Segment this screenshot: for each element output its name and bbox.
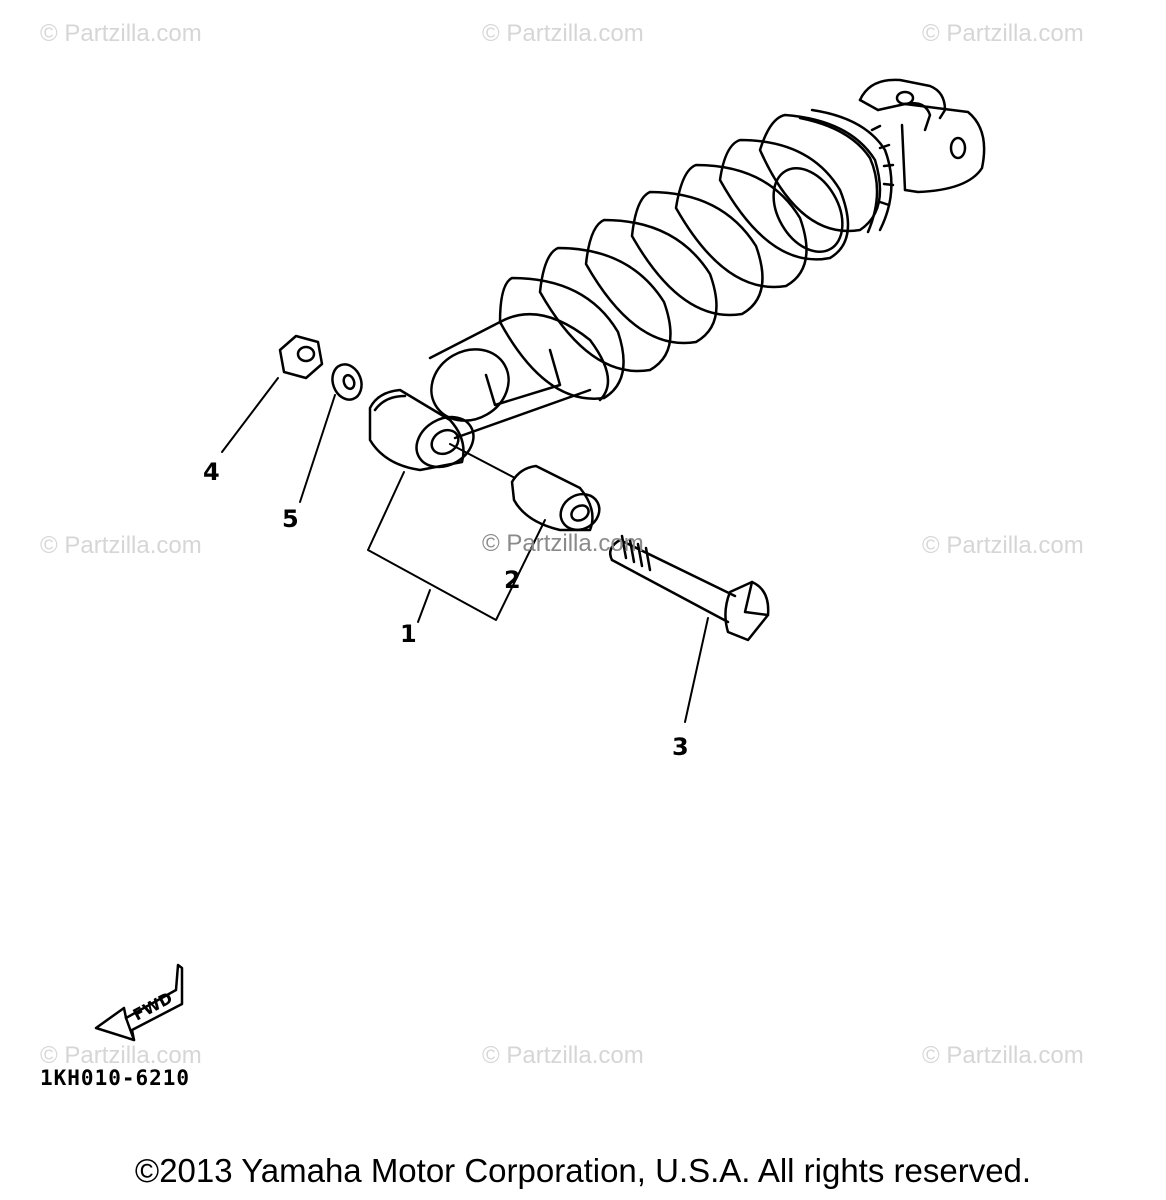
watermark: © Partzilla.com	[482, 20, 644, 47]
callout-5: 5	[282, 505, 299, 533]
callout-2: 2	[504, 566, 521, 594]
watermark: © Partzilla.com	[922, 20, 1084, 47]
callout-4: 4	[203, 458, 220, 486]
damper-body	[428, 166, 844, 440]
watermark: © Partzilla.com	[922, 1042, 1084, 1069]
part-5-washer	[331, 363, 363, 401]
watermark: © Partzilla.com	[40, 1042, 202, 1069]
coil-spring	[498, 113, 882, 400]
watermark: © Partzilla.com	[482, 1042, 644, 1069]
copyright-notice: ©2013 Yamaha Motor Corporation, U.S.A. A…	[134, 1152, 1032, 1189]
watermark: © Partzilla.com	[482, 530, 644, 557]
watermark: © Partzilla.com	[40, 20, 202, 47]
leader-lines	[221, 377, 709, 723]
watermark: © Partzilla.com	[922, 532, 1084, 559]
part-2-collar	[510, 464, 601, 532]
centerline	[449, 443, 516, 479]
part-1-bushing	[368, 388, 475, 472]
callout-3: 3	[672, 733, 689, 761]
upper-mount-clevis	[858, 78, 986, 194]
part-4-nut	[278, 334, 324, 380]
part-3-bolt	[609, 534, 770, 642]
diagram-code: 1KH010-6210	[40, 1066, 191, 1090]
callout-1: 1	[400, 620, 417, 648]
watermark: © Partzilla.com	[40, 532, 202, 559]
preload-adjuster	[798, 108, 895, 234]
fwd-arrow	[94, 963, 184, 1042]
